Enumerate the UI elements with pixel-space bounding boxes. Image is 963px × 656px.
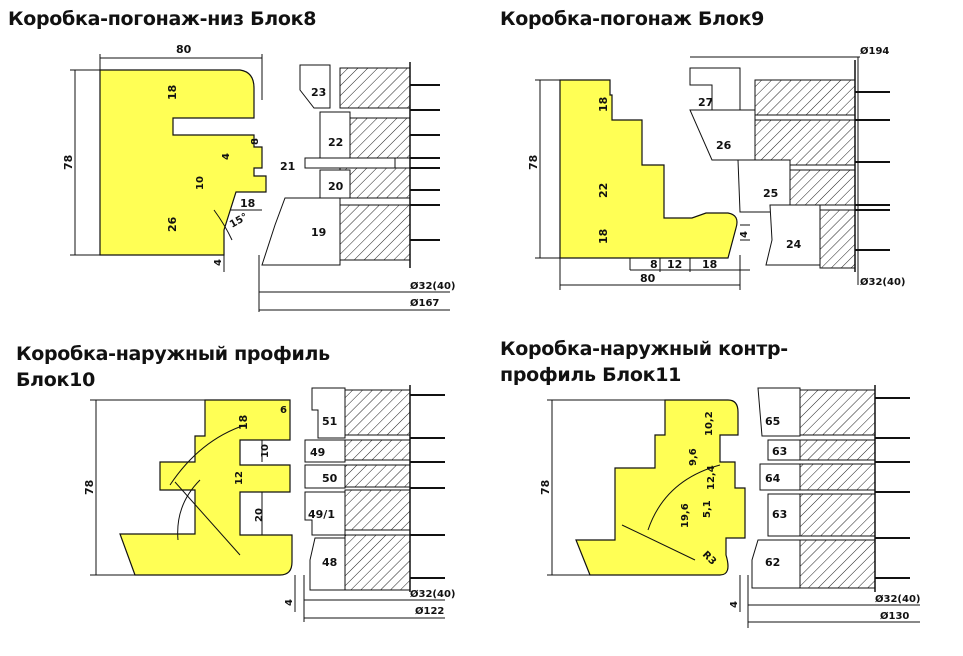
block10-profile: [119, 399, 293, 576]
block9-dim-d3: 18: [597, 229, 610, 244]
block9-dim-w3: 18: [702, 258, 717, 271]
block9-dim-d1: 18: [597, 97, 610, 112]
block10-dim-dia-big: Ø122: [415, 605, 444, 617]
block11-cutter-64: 64: [765, 472, 781, 485]
block9-cutter-26: 26: [716, 139, 732, 152]
block10-dim-d2: 6: [280, 405, 287, 416]
block9-dim-w2: 12: [667, 258, 682, 271]
block11-dim-bottom: 4: [729, 601, 740, 608]
block11-dim-dia-big: Ø130: [880, 610, 909, 622]
block9-dim-d2: 22: [597, 183, 610, 198]
block10-dim-d4: 12: [234, 471, 245, 485]
block9-dim-dia-big: Ø194: [860, 45, 889, 57]
block11-title-line2: профиль Блок11: [500, 364, 682, 386]
block10-dim-height: 78: [83, 480, 96, 495]
block9-dim-dia-small: Ø32(40): [860, 276, 905, 288]
block10-cutters: [304, 385, 445, 592]
block8-profile: [99, 69, 267, 256]
block8-dim-d5: 18: [240, 197, 255, 210]
block8-cutters: [261, 62, 440, 268]
block8-dim-d2: 8: [250, 138, 261, 145]
block8-cutter-19: 19: [311, 226, 326, 239]
block8-dim-d1: 18: [166, 85, 179, 100]
block9-title: Коробка-погонаж Блок9: [500, 8, 765, 30]
block8-cutter-22: 22: [328, 136, 343, 149]
block8-dim-bottom: 4: [213, 259, 224, 266]
block8-title: Коробка-погонаж-низ Блок8: [8, 8, 317, 30]
block10-cutter-48: 48: [322, 556, 337, 569]
block9-cutters: [689, 60, 890, 272]
block10-cutter-49-1: 49/1: [308, 508, 335, 521]
block11-dim-dia-small: Ø32(40): [875, 593, 920, 605]
block8-dim-d6: 26: [166, 216, 179, 232]
block10-dim-d3: 10: [260, 444, 271, 458]
block9-dim-bottom: 4: [739, 231, 750, 238]
block9-dim-height: 78: [527, 155, 540, 170]
block8-dim-d4: 10: [195, 176, 206, 190]
block11-cutters: [751, 385, 910, 592]
block9-cutter-27: 27: [698, 96, 713, 109]
block10-title-line1: Коробка-наружный профиль: [16, 343, 330, 365]
block10-dim-d1: 18: [237, 415, 250, 430]
block10-dim-d5: 20: [254, 508, 265, 522]
block11-cutter-63b: 63: [772, 508, 787, 521]
block10-cutter-49: 49: [310, 446, 325, 459]
block10-cutter-50: 50: [322, 472, 338, 485]
block8-dim-dia-small: Ø32(40): [410, 280, 455, 292]
block8-dim-top: 80: [176, 43, 192, 56]
block9-dim-width: 80: [640, 272, 656, 285]
block10-cutter-51: 51: [322, 415, 337, 428]
block11-dim-d3: 12,4: [706, 465, 717, 490]
block11-title-line1: Коробка-наружный контр-: [500, 338, 788, 360]
block10-title-line2: Блок10: [16, 369, 95, 391]
block8-dim-angle: 15°: [228, 212, 250, 231]
block9-drawing: [535, 56, 860, 290]
block8-cutter-23: 23: [311, 86, 326, 99]
block10-dim-bottom: 4: [284, 599, 295, 606]
block11-dim-d4: 5,1: [702, 500, 713, 518]
block11-dim-d2: 9,6: [688, 448, 699, 466]
block11-cutter-65: 65: [765, 415, 780, 428]
block11-dim-height: 78: [539, 480, 552, 495]
block11-dim-d1: 10,2: [704, 411, 715, 436]
block8-dim-height: 78: [62, 155, 75, 170]
block9-cutter-24: 24: [786, 238, 802, 251]
block9-cutter-25: 25: [763, 187, 778, 200]
block8-cutter-21: 21: [280, 160, 295, 173]
block11-profile: [575, 399, 746, 576]
block11-cutter-62: 62: [765, 556, 780, 569]
block9-dim-w1: 8: [650, 258, 658, 271]
block11-dim-d5: 19,6: [680, 503, 691, 528]
block8-cutter-20: 20: [328, 180, 344, 193]
block8-dim-dia-big: Ø167: [410, 297, 439, 309]
block10-dim-dia-small: Ø32(40): [410, 588, 455, 600]
block11-cutter-63a: 63: [772, 445, 787, 458]
block9-profile: [559, 79, 738, 259]
block8-dim-d3: 4: [221, 153, 232, 160]
